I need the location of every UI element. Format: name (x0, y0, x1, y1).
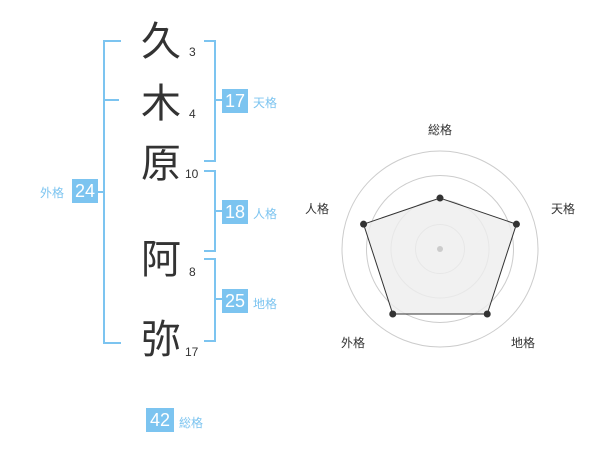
radar-point-2 (483, 310, 491, 318)
jinkaku-bracket (204, 170, 216, 252)
jinkaku-value: 18 (222, 200, 248, 224)
soukaku-label: 総格 (179, 416, 204, 430)
radar-label-chikaku: 地格 (511, 336, 536, 350)
gaikaku-value: 24 (72, 179, 98, 203)
stroke-count-5: 17 (185, 345, 199, 359)
radar-point-0 (436, 194, 444, 202)
radar-label-jinkaku: 人格 (305, 202, 330, 216)
gaikaku-bracket (103, 40, 121, 344)
tenkaku-value: 17 (222, 89, 248, 113)
name-char-5: 弥 (141, 317, 181, 363)
name-char-1: 久 (141, 19, 181, 65)
stroke-count-3: 10 (185, 167, 199, 181)
gaikaku-label: 外格 (40, 186, 65, 200)
chikaku-label: 地格 (253, 297, 278, 311)
name-char-2: 木 (141, 81, 181, 127)
stroke-count-4: 8 (189, 265, 196, 279)
gaikaku-bracket-inner-tick (105, 99, 119, 101)
radar-label-tenkaku: 天格 (551, 202, 576, 216)
chikaku-bracket (204, 258, 216, 342)
radar-grid-ring (341, 150, 539, 348)
jinkaku-label: 人格 (253, 207, 278, 221)
stroke-count-2: 4 (189, 107, 196, 121)
radar-label-gaikaku: 外格 (341, 336, 366, 350)
radar-label-soukaku: 総格 (428, 123, 453, 137)
radar-point-1 (512, 220, 520, 228)
name-char-3: 原 (141, 141, 181, 187)
radar-point-3 (389, 310, 397, 318)
radar-point-4 (360, 220, 368, 228)
chikaku-bracket-pointer (216, 298, 222, 300)
radar-grid-ring (366, 175, 514, 323)
jinkaku-bracket-pointer (216, 210, 222, 212)
gaikaku-bracket-pointer (96, 191, 103, 193)
tenkaku-label: 天格 (253, 96, 278, 110)
name-char-4: 阿 (141, 237, 181, 283)
soukaku-value: 42 (146, 408, 174, 432)
stroke-count-1: 3 (189, 45, 196, 59)
tenkaku-bracket (204, 40, 216, 162)
radar-area (362, 197, 518, 315)
chikaku-value: 25 (222, 289, 248, 313)
radar-center (437, 246, 443, 252)
tenkaku-bracket-pointer (216, 99, 222, 101)
